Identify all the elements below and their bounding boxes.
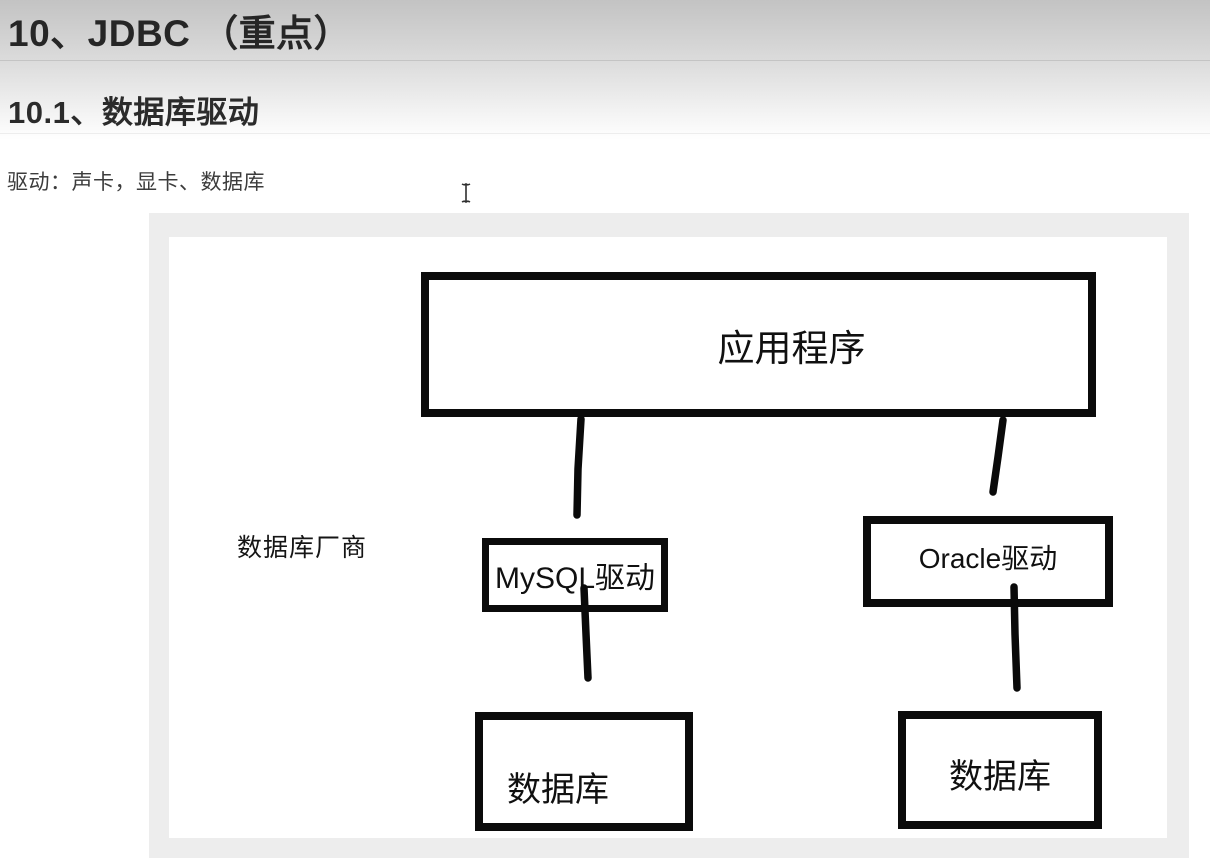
mysql-driver-label: MySQL驱动: [494, 562, 656, 595]
application-box-label: 应用程序: [717, 327, 866, 369]
subsection-heading-database-driver: 10.1、数据库驱动: [0, 86, 1210, 134]
mysql-driver-box: MySQL驱动: [482, 538, 668, 612]
driver-note-paragraph: 驱动：声卡，显卡、数据库: [7, 171, 265, 194]
jdbc-driver-diagram-image: 应用程序 数据库厂商 MySQL驱动 Oracle驱动 数据库 数据库: [149, 213, 1189, 858]
diagram-canvas: 应用程序 数据库厂商 MySQL驱动 Oracle驱动 数据库 数据库: [169, 237, 1167, 838]
database-box-left: 数据库: [475, 712, 693, 831]
database-right-label: 数据库: [949, 757, 1051, 796]
oracle-driver-label: Oracle驱动: [918, 543, 1058, 574]
database-box-right: 数据库: [898, 711, 1102, 829]
database-vendor-label: 数据库厂商: [237, 534, 368, 562]
application-box: 应用程序: [421, 272, 1096, 417]
database-left-label: 数据库: [507, 771, 609, 809]
page-title: 10、JDBC （重点）: [8, 13, 352, 54]
text-cursor-icon: [461, 182, 471, 204]
subsection-title: 10.1、数据库驱动: [8, 95, 260, 130]
section-heading-jdbc: 10、JDBC （重点）: [0, 0, 1210, 61]
oracle-driver-box: Oracle驱动: [863, 516, 1113, 607]
